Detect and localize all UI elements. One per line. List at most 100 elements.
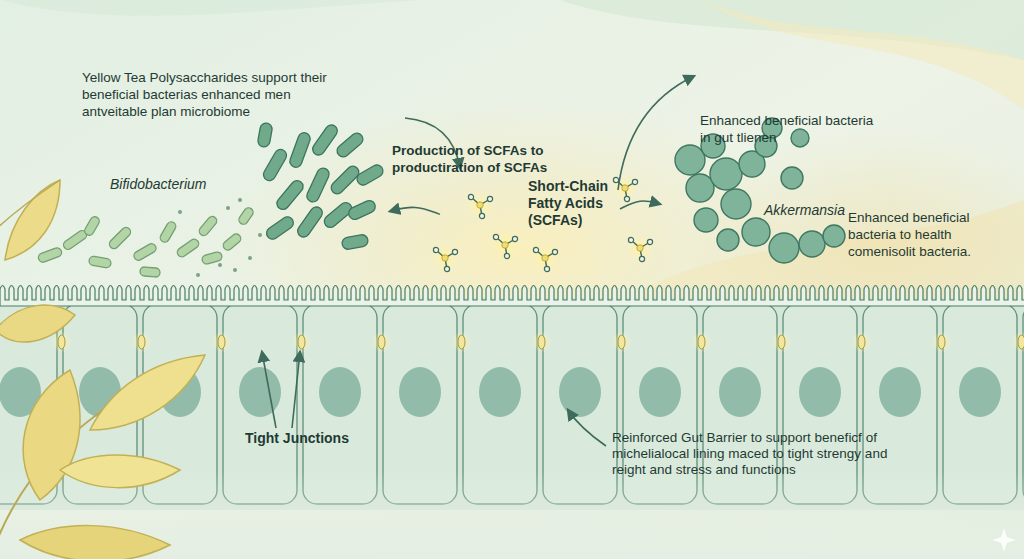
bifidobacterium-rod xyxy=(83,215,101,237)
tea-leaf xyxy=(90,355,205,430)
akkermansia-cell xyxy=(710,158,742,190)
molecule-atom xyxy=(512,236,517,241)
gut-barrier-band: Tight Junctions Reinforced Gut Barrier to… xyxy=(0,290,1024,510)
scfa-group: Short-Chain Fatty Acids (SCFAs) xyxy=(440,160,620,280)
particle-dot xyxy=(218,263,222,267)
molecule-atom xyxy=(468,194,473,199)
tight-junction xyxy=(538,335,545,349)
tight-junction xyxy=(378,335,385,349)
particle-dot xyxy=(258,233,262,237)
molecule-atom xyxy=(624,196,629,201)
bifidobacterium-rod xyxy=(295,205,324,240)
particle-dot xyxy=(238,198,242,202)
node-title: Tight Junctions xyxy=(245,430,385,447)
bifidobacterium-rod xyxy=(237,206,255,226)
bifidobacterium-rod xyxy=(335,131,366,159)
akkermansia-cell xyxy=(742,218,770,246)
tea-leaf xyxy=(0,305,75,342)
scfa-molecule xyxy=(627,235,653,262)
particle-dot xyxy=(233,268,237,272)
tea-leaf xyxy=(23,370,80,500)
tea-leaves xyxy=(0,180,205,559)
akkermansia-cell xyxy=(823,225,845,247)
junction-glow xyxy=(291,331,313,353)
molecule-atom xyxy=(632,179,637,184)
molecule-atom xyxy=(628,237,633,242)
molecule-atom xyxy=(433,247,438,252)
cell-nucleus xyxy=(239,367,281,417)
akkermansia-cell xyxy=(717,229,739,251)
bifidobacterium-rod xyxy=(288,131,312,169)
tight-junction xyxy=(1018,335,1024,349)
molecule-atom xyxy=(552,249,557,254)
molecule-core xyxy=(442,255,448,261)
molecule-core xyxy=(622,185,628,191)
molecule-glow xyxy=(432,245,458,271)
bifidobacterium-rod xyxy=(257,122,273,148)
bifidobacterium-rod xyxy=(108,226,133,251)
flow-arrow xyxy=(620,201,660,209)
bifidobacterium-rod xyxy=(261,147,288,182)
bifidobacterium-rod xyxy=(329,164,362,197)
molecule-atom xyxy=(639,256,644,261)
bifidobacterium-rod xyxy=(140,267,161,278)
molecule-core xyxy=(477,202,483,208)
cell-nucleus xyxy=(399,367,441,417)
bifidobacterium-rod xyxy=(62,229,88,251)
tight-junction xyxy=(698,335,705,349)
annotation-text: Enhanced beneficial bacteria to health c… xyxy=(848,210,1018,261)
tea-leaf xyxy=(5,180,60,260)
bacteria-group: Bifidobacterium xyxy=(30,120,390,280)
akkermansia-cell xyxy=(675,145,705,175)
background-wave xyxy=(700,0,1024,110)
particle-dot xyxy=(248,256,252,260)
cell-nucleus xyxy=(559,367,601,417)
molecule-glow xyxy=(612,175,638,201)
akkermansia-cell xyxy=(791,129,809,147)
molecule-atom xyxy=(452,249,457,254)
bifidobacterium-rod xyxy=(341,234,369,250)
tight-junction xyxy=(218,335,225,349)
bifidobacterium-rod xyxy=(132,242,157,262)
molecule-atom xyxy=(479,213,484,218)
junction-glow xyxy=(611,331,633,353)
tight-junction xyxy=(458,335,465,349)
cell-nucleus xyxy=(879,367,921,417)
molecule-core xyxy=(637,245,643,251)
bifidobacterium-rod xyxy=(159,220,178,244)
annotation-text: Enhanced beneficial bacteria in gut tlie… xyxy=(700,113,875,147)
bifidobacterium-rod xyxy=(347,199,377,222)
scfa-molecule xyxy=(532,245,558,272)
leader-arrow xyxy=(262,352,276,428)
akkermansia-cell xyxy=(781,167,803,189)
tight-junction xyxy=(938,335,945,349)
particle-dot xyxy=(178,210,182,214)
node-body: Reinforced Gut Barrier to support benefi… xyxy=(612,430,917,479)
cell-nucleus xyxy=(319,367,361,417)
molecule-atom xyxy=(487,196,492,201)
molecule-glow xyxy=(492,232,518,258)
molecule-atom xyxy=(444,266,449,271)
tight-junction xyxy=(858,335,865,349)
cell-nucleus xyxy=(719,367,761,417)
bifidobacterium-rod xyxy=(274,178,305,212)
bifidobacterium-rod xyxy=(310,123,339,158)
particle-dot xyxy=(226,206,230,210)
tight-junction xyxy=(138,335,145,349)
bifidobacterium-rod xyxy=(355,163,385,187)
junction-glow xyxy=(371,331,393,353)
annotation-text: Yellow Tea Polysaccharides support their… xyxy=(82,70,347,121)
molecule-core xyxy=(542,255,548,261)
bifidobacterium-rod xyxy=(221,232,242,252)
molecule-atom xyxy=(544,266,549,271)
junction-glow xyxy=(691,331,713,353)
molecule-atom xyxy=(504,253,509,258)
junction-glow xyxy=(1011,331,1024,353)
bacteria-group: Akkermansia xyxy=(660,125,850,260)
node-title: Bifidobacterium xyxy=(110,176,250,193)
sparkle-mark xyxy=(992,528,1016,552)
leader-arrow xyxy=(292,352,300,428)
molecule-atom xyxy=(493,234,498,239)
tight-junction xyxy=(778,335,785,349)
